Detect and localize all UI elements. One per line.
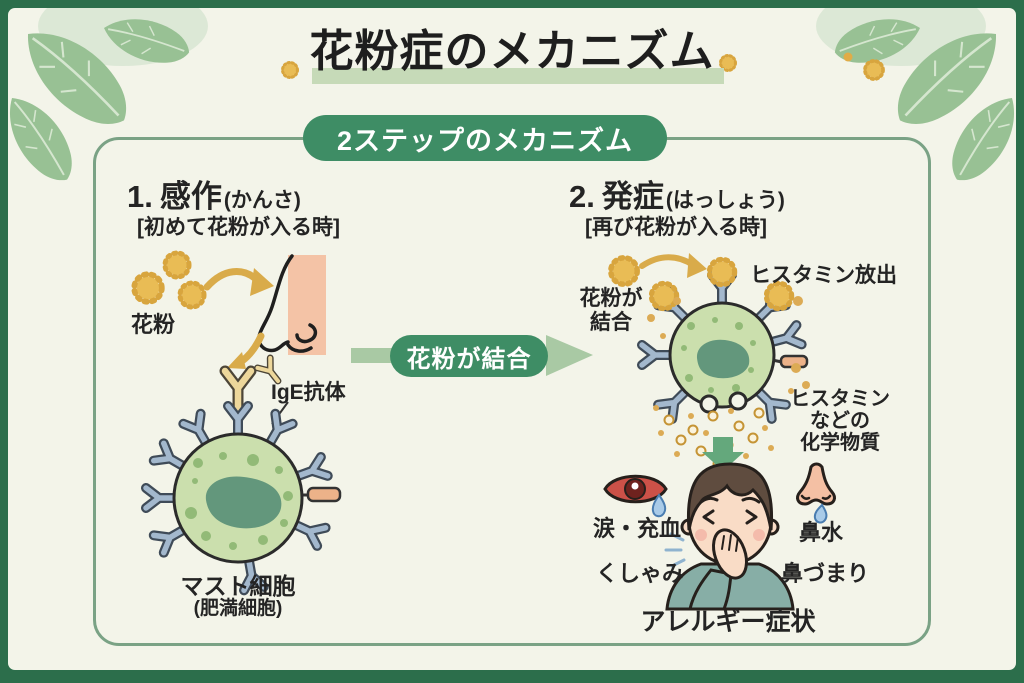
step2-reading: (はっしょう) xyxy=(665,189,785,212)
transition-arrow-label: 花粉が結合 xyxy=(390,335,548,377)
title-highlight-bar xyxy=(312,68,724,84)
histamine-release-label: ヒスタミン放出 xyxy=(750,264,897,287)
stuffy-nose-label: 鼻づまり xyxy=(781,561,870,586)
page-title: 花粉症のメカニズム xyxy=(309,27,715,76)
chemicals-label: ヒスタミン などの 化学物質 xyxy=(790,388,890,454)
runny-nose-label: 鼻水 xyxy=(799,520,844,545)
tears-label: 涙・充血 xyxy=(593,516,682,541)
step2-name: 発症 xyxy=(601,179,664,214)
pollen-binds-label: 花粉が 結合 xyxy=(579,287,643,335)
step1-condition: [初めて花粉が入る時] xyxy=(137,216,340,239)
sneeze-label: くしゃみ xyxy=(596,561,685,586)
step1-header: 1. 感作 (かんさ) xyxy=(127,171,301,216)
infographic-canvas: 花粉症のメカニズム 2ステップのメカニズム 1. 感作 (かんさ) [初めて花粉… xyxy=(8,8,1016,670)
subtitle-badge: 2ステップのメカニズム xyxy=(303,115,667,161)
step1-number: 1. xyxy=(127,179,153,214)
step2-header: 2. 発症 (はっしょう) xyxy=(569,171,785,216)
step2-number: 2. xyxy=(569,179,595,214)
step2-condition: [再び花粉が入る時] xyxy=(585,216,767,239)
ige-antibody-label: IgE抗体 xyxy=(271,381,346,404)
step1-reading: (かんさ) xyxy=(223,189,301,212)
pollen-label: 花粉 xyxy=(131,312,176,337)
mast-cell-alt-label: (肥満細胞) xyxy=(193,598,283,619)
allergy-symptoms-label: アレルギー症状 xyxy=(640,608,816,636)
step1-name: 感作 xyxy=(159,179,222,214)
